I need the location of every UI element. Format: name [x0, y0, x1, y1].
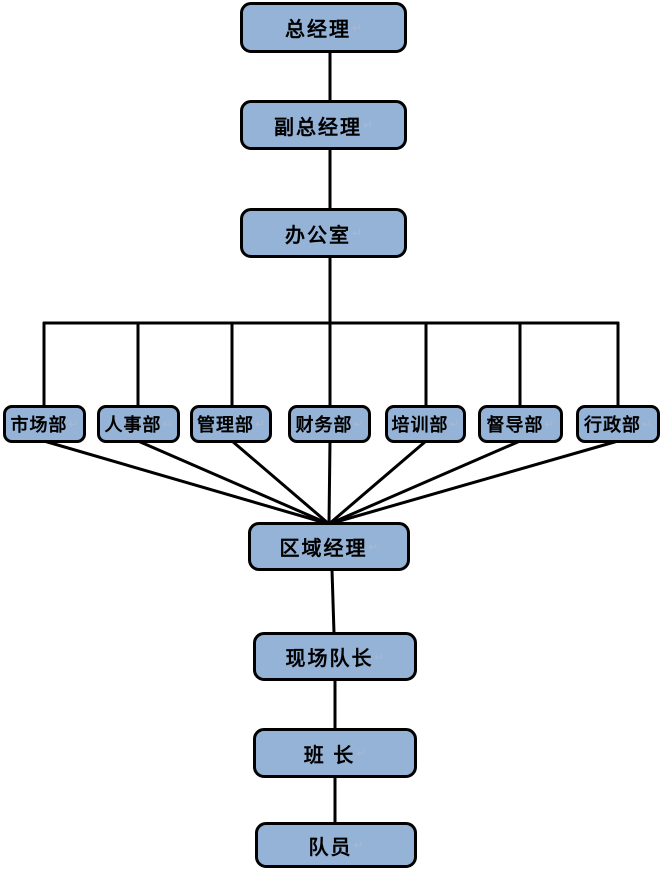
- connector-rm-stl: [330, 568, 336, 635]
- org-box-admin-dept: 行政部↵: [576, 405, 660, 443]
- org-box-training-dept: 培训部↵: [385, 405, 466, 443]
- paragraph-mark-icon: ↵: [351, 226, 363, 240]
- org-box-squad-leader: 班 长↵: [253, 728, 417, 778]
- fan-management: [230, 439, 331, 526]
- org-box-label: 管理部: [196, 415, 254, 435]
- paragraph-mark-icon: ↵: [254, 417, 266, 431]
- paragraph-mark-icon: ↵: [162, 417, 173, 431]
- org-box-regional-manager: 区域经理↵: [248, 522, 410, 571]
- org-box-management-dept: 管理部↵: [190, 405, 272, 443]
- fan-marketing: [42, 439, 331, 526]
- org-box-label: 培训部: [391, 415, 449, 435]
- org-box-label: 班 长: [303, 744, 356, 767]
- org-box-hr-dept: 人事部↵: [97, 405, 180, 443]
- paragraph-mark-icon: ↵: [544, 417, 555, 431]
- paragraph-mark-icon: ↵: [356, 746, 367, 760]
- paragraph-mark-icon: ↵: [353, 417, 364, 431]
- paragraph-mark-icon: ↵: [641, 417, 653, 431]
- fan-finance: [327, 439, 332, 526]
- fan-supervision: [327, 439, 522, 526]
- paragraph-mark-icon: ↵: [68, 417, 79, 431]
- org-box-office: 办公室↵: [240, 208, 407, 258]
- paragraph-mark-icon: ↵: [368, 539, 379, 554]
- org-box-marketing-dept: 市场部↵: [3, 405, 86, 443]
- org-box-finance-dept: 财务部↵: [288, 405, 371, 443]
- org-box-label: 行政部: [583, 415, 641, 435]
- paragraph-mark-icon: ↵: [449, 417, 460, 431]
- org-box-label: 督导部: [486, 415, 544, 435]
- org-box-team-member: 队员↵: [255, 822, 417, 868]
- org-box-label: 副总经理: [273, 116, 362, 139]
- paragraph-mark-icon: ↵: [351, 20, 363, 35]
- org-box-supervision-dept: 督导部↵: [478, 405, 563, 443]
- org-box-label: 人事部: [104, 415, 162, 435]
- org-box-label: 市场部: [10, 415, 68, 435]
- org-box-label: 区域经理: [279, 538, 368, 560]
- org-box-label: 办公室: [284, 224, 351, 247]
- org-box-deputy-general-manager: 副总经理↵: [240, 100, 407, 150]
- fan-training: [327, 439, 428, 526]
- paragraph-mark-icon: ↵: [353, 838, 364, 852]
- org-box-general-manager: 总经理↵: [240, 2, 407, 53]
- org-box-label: 总经理: [284, 19, 351, 41]
- org-box-label: 现场队长: [285, 648, 374, 670]
- org-box-label: 财务部: [295, 415, 353, 435]
- fan-hr: [136, 439, 331, 526]
- paragraph-mark-icon: ↵: [374, 649, 385, 664]
- org-box-label: 队员: [308, 836, 353, 859]
- paragraph-mark-icon: ↵: [362, 118, 374, 132]
- fan-admin: [327, 439, 620, 526]
- org-box-site-team-leader: 现场队长↵: [253, 632, 417, 681]
